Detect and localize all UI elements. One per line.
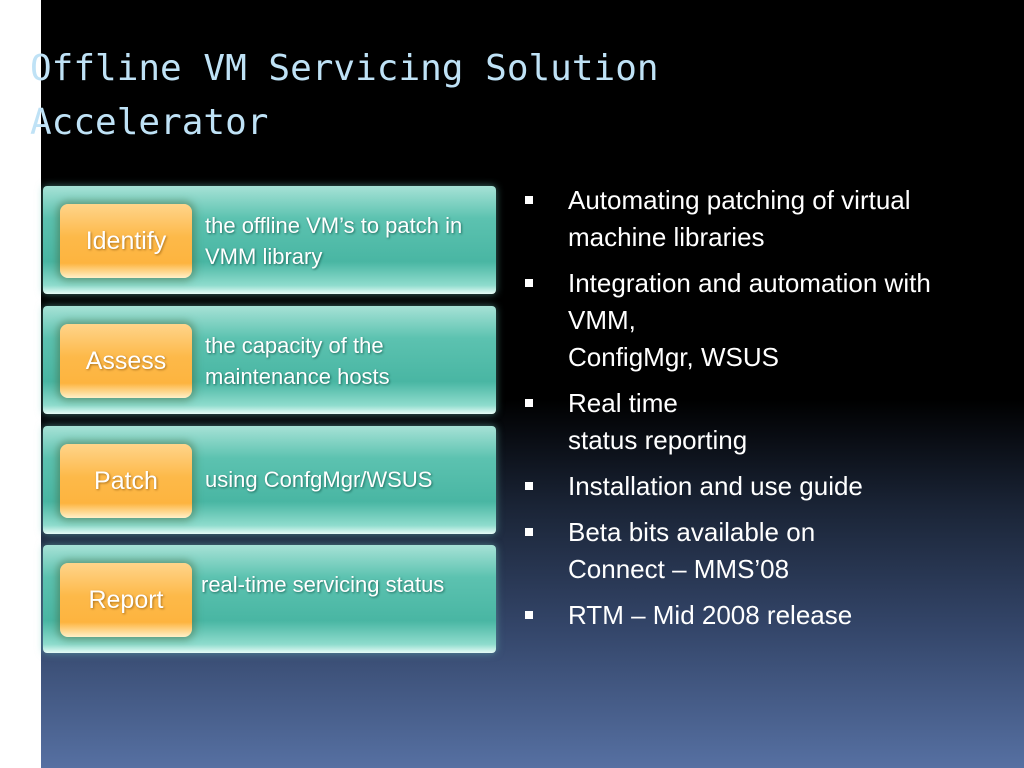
assess-description: the capacity of the maintenance hosts <box>205 333 390 389</box>
report-description: real-time servicing status <box>201 572 445 597</box>
bullet-list: Automating patching of virtual machine l… <box>525 182 995 643</box>
slide-title: Offline VM Servicing Solution Accelerato… <box>30 48 659 143</box>
identify-description: the offline VM’s to patch in VMM library <box>205 213 463 269</box>
step-card-identify: Identify the offline VM’s to patch in VM… <box>43 186 496 294</box>
identify-button[interactable]: Identify <box>60 204 192 278</box>
square-bullet-icon <box>525 279 533 287</box>
bullet-item: Real time status reporting <box>525 385 995 459</box>
bullet-item: Beta bits available on Connect – MMS’08 <box>525 514 995 588</box>
square-bullet-icon <box>525 611 533 619</box>
bullet-text: RTM – Mid 2008 release <box>568 600 853 630</box>
square-bullet-icon <box>525 528 533 536</box>
bullet-text: Beta bits available on Connect – MMS’08 <box>568 517 816 584</box>
patch-button[interactable]: Patch <box>60 444 192 518</box>
report-button[interactable]: Report <box>60 563 192 637</box>
step-card-patch: Patch using ConfgMgr/WSUS <box>43 426 496 534</box>
bullet-item: Installation and use guide <box>525 468 995 505</box>
assess-button[interactable]: Assess <box>60 324 192 398</box>
bullet-item: Integration and automation with VMM, Con… <box>525 265 995 376</box>
bullet-text: Integration and automation with VMM, Con… <box>568 268 931 372</box>
bullet-item: Automating patching of virtual machine l… <box>525 182 995 256</box>
square-bullet-icon <box>525 482 533 490</box>
square-bullet-icon <box>525 196 533 204</box>
step-card-report: Report real-time servicing status <box>43 545 496 653</box>
bullet-text: Real time status reporting <box>568 388 748 455</box>
step-card-assess: Assess the capacity of the maintenance h… <box>43 306 496 414</box>
bullet-text: Automating patching of virtual machine l… <box>568 185 911 252</box>
patch-description: using ConfgMgr/WSUS <box>205 467 433 492</box>
square-bullet-icon <box>525 399 533 407</box>
bullet-text: Installation and use guide <box>568 471 863 501</box>
bullet-item: RTM – Mid 2008 release <box>525 597 995 634</box>
